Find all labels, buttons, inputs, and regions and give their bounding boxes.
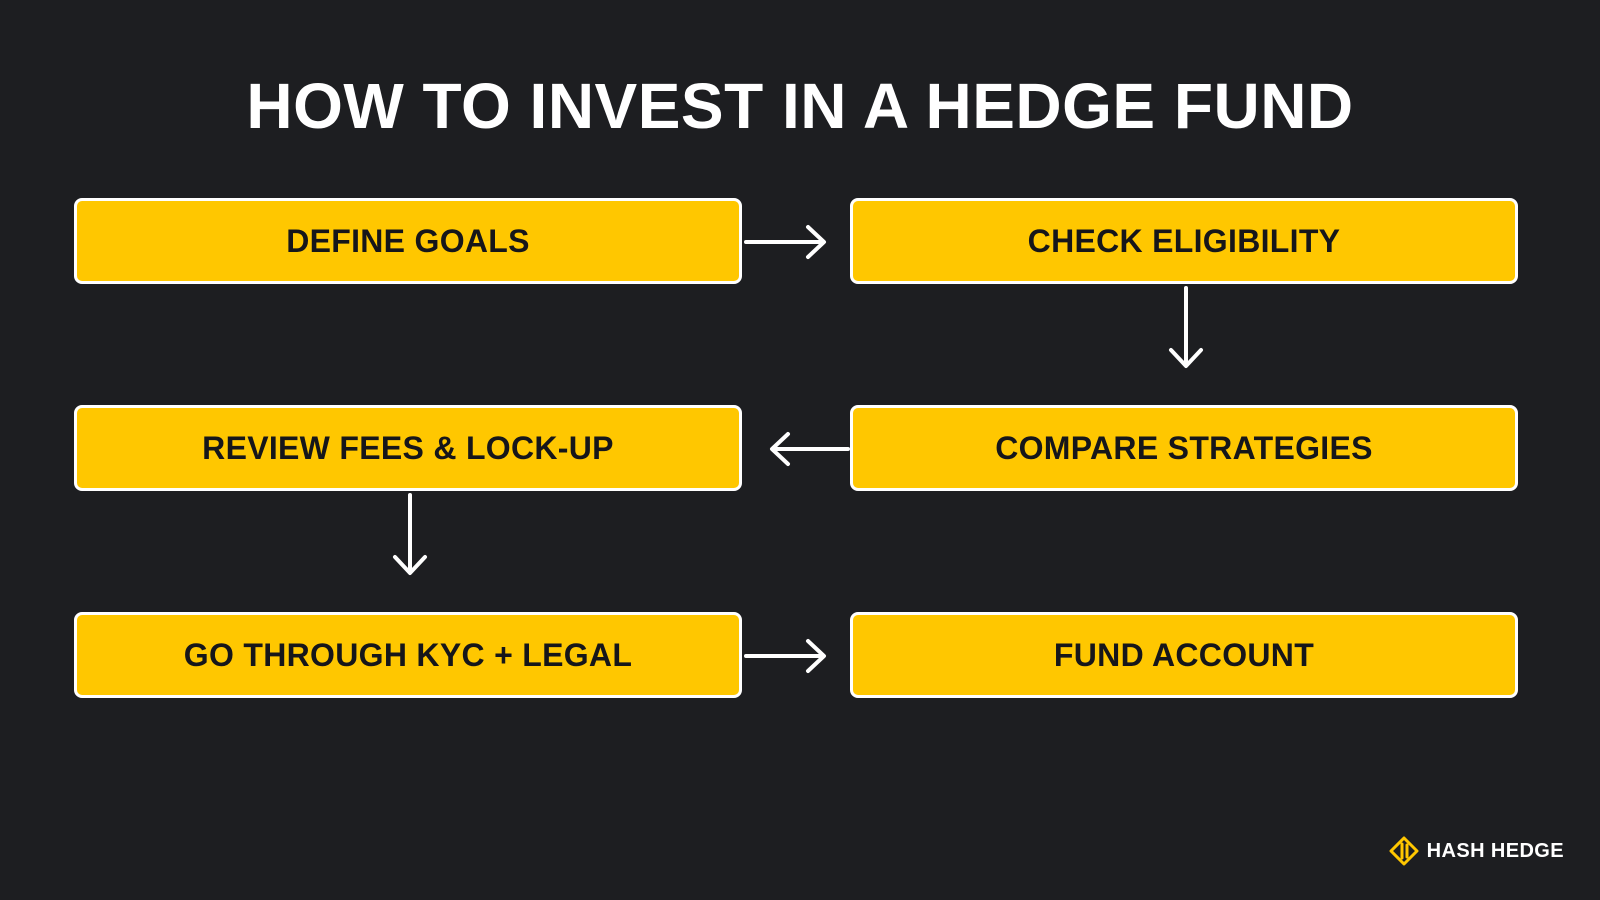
brand-name: HASH HEDGE — [1426, 839, 1564, 862]
step-compare-strategies: COMPARE STRATEGIES — [850, 405, 1518, 491]
arrow-left-icon — [770, 432, 850, 466]
step-label: CHECK ELIGIBILITY — [1027, 222, 1341, 259]
step-review-fees-lockup: REVIEW FEES & LOCK-UP — [74, 405, 742, 491]
page-title: HOW TO INVEST IN A HEDGE FUND — [246, 70, 1354, 142]
arrow-down-icon — [1169, 286, 1203, 368]
arrow-right-icon — [744, 225, 826, 259]
arrow-right-icon — [744, 639, 826, 673]
step-label: COMPARE STRATEGIES — [995, 429, 1373, 466]
arrow-down-icon — [393, 493, 427, 575]
step-check-eligibility: CHECK ELIGIBILITY — [850, 198, 1518, 284]
hash-hedge-logo-icon — [1389, 836, 1419, 866]
step-label: FUND ACCOUNT — [1053, 636, 1315, 673]
step-define-goals: DEFINE GOALS — [74, 198, 742, 284]
step-label: REVIEW FEES & LOCK-UP — [202, 429, 614, 466]
step-kyc-legal: GO THROUGH KYC + LEGAL — [74, 612, 742, 698]
step-label: DEFINE GOALS — [286, 222, 530, 259]
step-label: GO THROUGH KYC + LEGAL — [183, 636, 633, 673]
brand-logo: HASH HEDGE — [1389, 836, 1564, 866]
step-fund-account: FUND ACCOUNT — [850, 612, 1518, 698]
